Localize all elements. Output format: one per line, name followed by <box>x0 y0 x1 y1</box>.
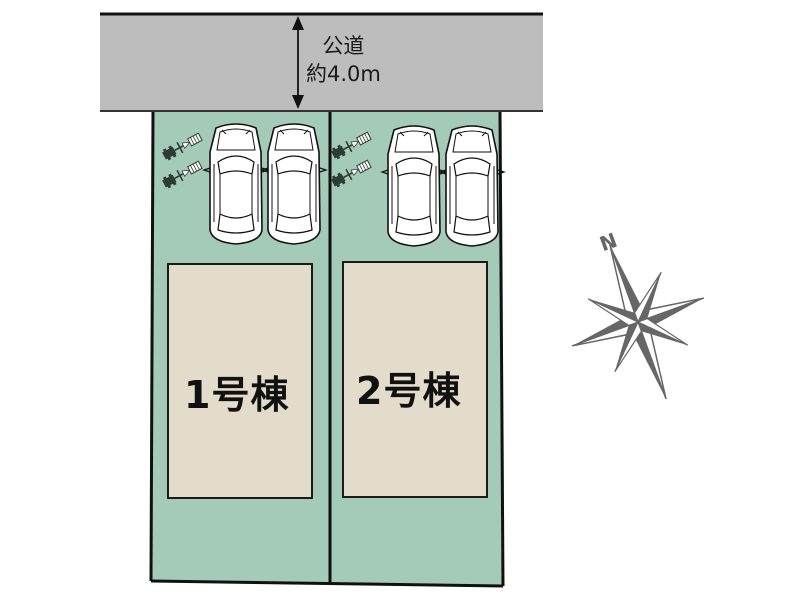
road-type-label: 公道 <box>322 34 365 58</box>
road-width-label: 約4.0m <box>306 62 381 86</box>
road-width-arrow <box>292 16 304 109</box>
building-1-label: 1号棟 <box>184 373 290 417</box>
compass-rose-icon <box>571 244 705 400</box>
car-icon <box>203 123 269 245</box>
car-icon <box>261 123 327 245</box>
building-1 <box>167 263 313 499</box>
building-2 <box>342 261 488 498</box>
car-icon <box>381 125 447 247</box>
public-road <box>100 12 543 112</box>
car-icon <box>439 125 505 247</box>
building-2-label: 2号棟 <box>356 369 462 413</box>
lot-boundaries <box>149 111 505 588</box>
road-label: 公道 約4.0m <box>306 32 381 88</box>
